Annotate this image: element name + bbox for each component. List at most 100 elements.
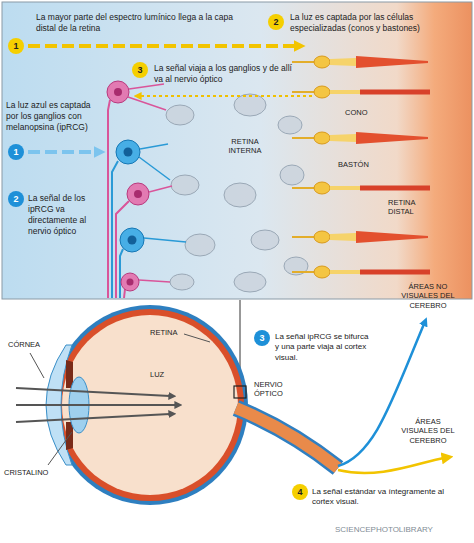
rod-cell	[360, 186, 430, 191]
cone-cell	[330, 58, 356, 66]
ganglion-cells	[128, 236, 137, 245]
cone-cell	[356, 56, 428, 68]
callout-text: La señal viaja a los ganglios y de allí …	[154, 63, 294, 85]
target-label: ÁREAS NO VISUALES DEL CEREBRO	[400, 282, 456, 310]
rod-cell	[292, 86, 430, 98]
callout-text: La señal ipRCG se bifurca y una parte vi…	[275, 332, 370, 363]
inner-retina-cells	[166, 105, 194, 125]
ganglion-cells	[120, 228, 144, 252]
callout: 2La señal de los ipRCG va directamente a…	[8, 191, 104, 238]
ganglion-dendrites	[139, 157, 170, 180]
callout: 1La luz azul es captada por los ganglios…	[6, 99, 104, 160]
cone-cell	[356, 132, 428, 144]
part-label: NERVIO ÓPTICO	[254, 380, 302, 399]
leader-lines	[30, 334, 210, 465]
cone-cell	[314, 132, 330, 144]
inner-retina-cells	[251, 230, 279, 250]
callout-number: 4	[292, 484, 308, 500]
retina-panel	[2, 2, 472, 299]
callout: 1La mayor parte del espectro lumínico ll…	[8, 11, 241, 54]
cone-cell	[330, 134, 356, 142]
cone-cell	[292, 56, 428, 68]
ganglion-axons	[108, 100, 110, 298]
ganglion-cells	[127, 183, 149, 205]
ganglion-cells	[134, 190, 142, 198]
callout: 2 La luz es captada por las células espec…	[268, 11, 466, 35]
light-rays	[16, 388, 176, 422]
inner-retina-cells	[280, 165, 304, 185]
optic-nerve	[236, 408, 338, 468]
layer-label: RETINA DISTAL	[388, 198, 430, 217]
cone-cell	[292, 231, 428, 243]
ganglion-dendrites	[129, 84, 164, 89]
target-label: ÁREAS VISUALES DEL CEREBRO	[400, 417, 456, 445]
leader-lines	[48, 432, 72, 465]
rod-cell	[292, 266, 430, 278]
callout-number: 2	[8, 191, 24, 207]
ganglion-cells	[124, 148, 133, 157]
ganglion-cells	[107, 81, 129, 103]
retina-panel	[2, 2, 472, 299]
cone-cell	[292, 61, 316, 63]
inner-retina-cells	[234, 272, 266, 292]
rod-cell	[330, 270, 360, 274]
callout-number: 2	[268, 14, 284, 30]
zoom-box	[234, 386, 246, 398]
rod-cell	[314, 86, 330, 98]
rod-cell	[292, 271, 316, 273]
ganglion-dendrites	[149, 186, 172, 192]
rod-cell	[360, 270, 430, 275]
rod-cell	[292, 91, 316, 93]
inner-retina-cells	[278, 116, 302, 134]
light-rays	[16, 388, 170, 396]
light-arrows	[28, 46, 312, 152]
optic-nerve	[236, 408, 338, 468]
ganglion-axons	[108, 100, 129, 298]
ganglion-dendrites	[144, 238, 186, 242]
rod-cell	[330, 90, 360, 94]
ganglion-cells	[127, 279, 134, 286]
callout-text: La señal estándar va íntegramente al cor…	[312, 487, 452, 508]
part-label: CRISTALINO	[4, 468, 48, 477]
rod-cell	[314, 182, 330, 194]
callout: 3 La señal ipRCG se bifurca y una parte v…	[254, 330, 370, 364]
ganglion-cells	[121, 273, 139, 291]
ganglion-cells	[116, 140, 140, 164]
light-arrows	[28, 150, 96, 154]
callout: 4La señal estándar va íntegramente al co…	[292, 484, 452, 508]
callout-number: 1	[8, 144, 24, 160]
callout-text: La señal de los ipRCG va directamente al…	[28, 193, 104, 237]
light-arrows	[140, 95, 312, 97]
light-rays	[16, 414, 170, 422]
callout-text: La luz es captada por las células especi…	[290, 12, 466, 34]
ganglion-cells	[114, 88, 122, 96]
watermark: SCIENCEPHOTOLIBRARY	[335, 525, 433, 535]
cone-cell	[292, 137, 316, 139]
inner-retina-cells	[171, 175, 199, 195]
ganglion-dendrites	[128, 97, 166, 110]
ganglion-dendrites	[140, 144, 168, 149]
optic-nerve	[236, 408, 338, 468]
ganglion-dendrites	[128, 84, 186, 282]
inner-retina-cells	[185, 234, 215, 256]
part-label: CÓRNEA	[8, 340, 40, 349]
part-label: RETINA	[150, 328, 178, 337]
cone-cell	[356, 231, 428, 243]
leader-lines	[184, 334, 210, 342]
inner-retina-cells	[166, 94, 308, 292]
cone-cell	[330, 233, 356, 241]
rod-cell	[360, 90, 430, 95]
ganglion-axons	[124, 289, 125, 298]
callout: 3La señal viaja a los ganglios y de allí…	[132, 62, 294, 86]
inner-retina-cells	[224, 183, 256, 207]
rod-cell	[292, 182, 430, 194]
zoom-box	[234, 386, 246, 398]
rod-cell	[314, 266, 330, 278]
ganglion-axons	[120, 249, 123, 298]
callout-number: 3	[254, 330, 270, 346]
cell-label: CONO	[345, 108, 368, 117]
rod-cell	[292, 187, 316, 189]
cone-cell	[292, 132, 428, 144]
cone-cell	[314, 231, 330, 243]
